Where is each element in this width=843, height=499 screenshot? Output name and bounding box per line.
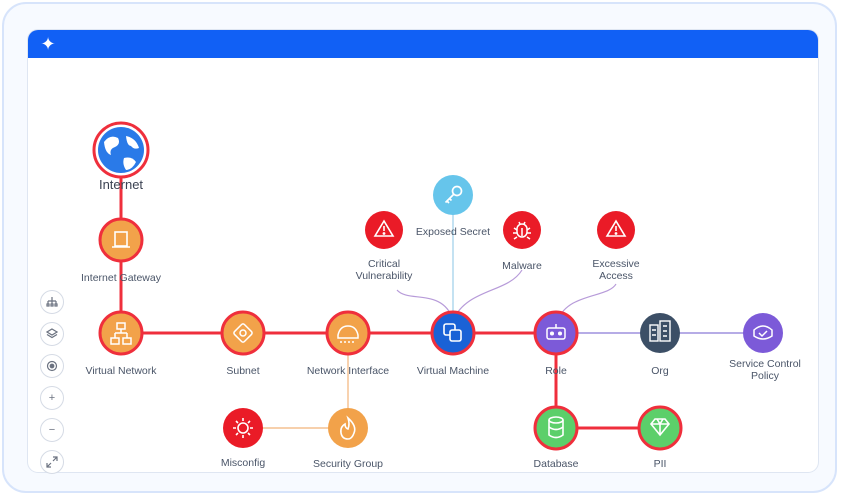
zoom-in-icon[interactable]: +	[40, 386, 64, 410]
subnet-label: Subnet	[226, 365, 260, 377]
database-node[interactable]	[533, 405, 579, 451]
gateway-door-icon	[114, 231, 128, 247]
graph-toolbar: + −	[40, 290, 66, 482]
exposed-secret-node[interactable]	[433, 175, 473, 215]
virtual-network-label: Virtual Network	[85, 365, 157, 377]
malware-label: Malware	[502, 260, 542, 272]
internet-node[interactable]	[92, 121, 150, 179]
pii-label: PII	[653, 458, 667, 470]
internet-gateway-node[interactable]	[98, 217, 144, 263]
service-control-policy-label: Service Control Policy	[729, 358, 801, 382]
misconfig-node[interactable]	[223, 408, 263, 448]
virtual-machine-label: Virtual Machine	[416, 365, 490, 377]
chip-icon	[233, 323, 253, 343]
security-group-label: Security Group	[312, 458, 384, 470]
network-interface-label: Network Interface	[306, 365, 390, 377]
sparkle-icon[interactable]: ✦	[40, 34, 56, 54]
service-control-policy-node[interactable]	[743, 313, 783, 353]
gear-icon	[233, 418, 253, 438]
graph-canvas[interactable]: Internet Internet Gateway Virtual Networ…	[28, 58, 818, 472]
globe-icon	[104, 136, 119, 155]
edge-malware-vm	[452, 269, 523, 321]
misconfig-label: Misconfig	[220, 457, 266, 469]
diamond-icon	[649, 418, 671, 437]
network-interface-node[interactable]	[325, 310, 371, 356]
security-group-node[interactable]	[328, 408, 368, 448]
internet-gateway-label: Internet Gateway	[81, 272, 161, 284]
virtual-machine-node[interactable]	[430, 310, 476, 356]
key-icon	[444, 185, 463, 204]
role-node[interactable]	[533, 310, 579, 356]
virtual-network-node[interactable]	[98, 310, 144, 356]
layers-icon[interactable]	[40, 322, 64, 346]
role-label: Role	[545, 365, 567, 377]
pii-node[interactable]	[637, 405, 683, 451]
warning-icon	[373, 219, 395, 237]
copy-windows-icon	[443, 323, 462, 342]
graph-svg	[92, 121, 783, 451]
org-node[interactable]	[640, 313, 680, 353]
building-icon	[649, 320, 671, 342]
internet-label: Internet	[98, 177, 144, 192]
zoom-out-icon[interactable]: −	[40, 418, 64, 442]
target-icon[interactable]	[40, 354, 64, 378]
robot-icon	[546, 324, 566, 340]
expand-icon[interactable]	[40, 450, 64, 474]
network-icon	[110, 322, 132, 345]
flame-icon	[340, 415, 356, 440]
exposed-secret-label: Exposed Secret	[415, 226, 491, 238]
critical-vulnerability-node[interactable]	[365, 211, 403, 249]
title-bar: ✦	[28, 30, 818, 58]
badge-icon	[753, 325, 773, 340]
database-icon	[548, 416, 564, 439]
interface-icon	[337, 325, 359, 343]
hierarchy-icon[interactable]	[40, 290, 64, 314]
warning-icon-2	[605, 219, 627, 237]
critical-vulnerability-label: Critical Vulnerability	[355, 258, 413, 282]
excessive-access-label: Excessive Access	[592, 258, 640, 282]
excessive-access-node[interactable]	[597, 211, 635, 249]
subnet-node[interactable]	[220, 310, 266, 356]
database-label: Database	[533, 458, 579, 470]
org-label: Org	[651, 365, 669, 377]
graph-window: ✦	[28, 30, 818, 472]
bug-icon	[513, 221, 531, 240]
malware-node[interactable]	[503, 211, 541, 249]
